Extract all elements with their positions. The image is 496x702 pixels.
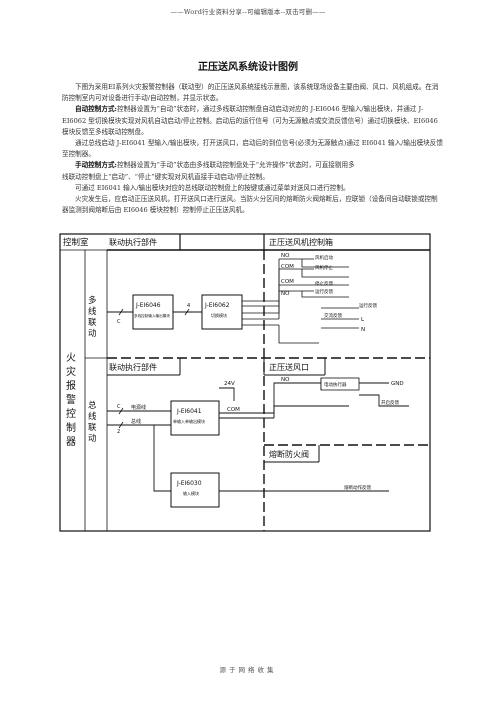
svg-text:警: 警	[66, 393, 76, 406]
svg-text:火: 火	[66, 352, 76, 364]
body-text: 下图为采用EI系列火灾报警控制器（联动型）的正压送风系统接线示意图，该系统现场设…	[62, 82, 444, 216]
svg-text:N: N	[361, 327, 365, 333]
svg-text:线: 线	[88, 411, 97, 422]
exec-part-label-1: 联动执行部件	[109, 237, 157, 247]
fan-box-labels: NO 风机启动 COM 风机停止 COM 停止反馈 NO 运行反馈 运行反馈 交…	[281, 253, 377, 333]
svg-text:风机停止: 风机停止	[315, 264, 333, 271]
paragraph-bus: 通过总线启动 J-EI6041 型输入/输出模块，打开送风口，启动后的到位信号(…	[62, 139, 443, 159]
bus-wires	[107, 378, 409, 492]
exec-part-label-2: 联动执行部件	[109, 362, 157, 372]
svg-text:联: 联	[88, 318, 97, 328]
gnd-label: GND	[391, 381, 404, 387]
page-header: ——Word行业资料分享--可编辑版本--双击可删——	[170, 8, 326, 16]
diagram-frame	[59, 233, 431, 532]
svg-text:制: 制	[66, 421, 76, 434]
wire-c-bus: C	[117, 404, 121, 410]
svg-text:风机启动: 风机启动	[315, 254, 333, 261]
bus-line-label: 总线	[131, 418, 141, 425]
lead-manual: 手动控制方式:	[75, 161, 117, 170]
svg-text:运行反馈: 运行反馈	[315, 288, 333, 295]
solenoid-label: 电动执行器	[324, 381, 347, 388]
fan-control-wires	[242, 258, 359, 344]
open-fb-label: 开启反馈	[381, 399, 399, 406]
controller-label: 火 灾 报 警 控 制 器	[66, 352, 76, 448]
paragraph-outlet: 可通过 EI6041 输入/输出模块对应的总线联动控制盘上的按键或通过菜单对送风…	[75, 183, 350, 192]
com-label: COM	[227, 407, 240, 413]
svg-text:COM: COM	[281, 279, 294, 285]
v24-label: 24V	[224, 381, 235, 387]
outlet-no: NO	[281, 377, 290, 383]
svg-text:交流反馈: 交流反馈	[324, 312, 342, 319]
svg-text:灾: 灾	[66, 365, 76, 378]
bus-label: 总 线 联 动	[88, 400, 97, 444]
svg-text:器: 器	[66, 436, 76, 448]
wire-4-label: 4	[187, 303, 190, 309]
svg-text:线: 线	[88, 306, 97, 317]
svg-text:联: 联	[88, 423, 97, 433]
module-6041-desc: 单输入单输出模块	[173, 418, 205, 424]
module-6041	[170, 400, 220, 436]
module-6062	[201, 294, 243, 330]
wire-slash-2	[184, 308, 190, 316]
paragraph-manual: 手动控制方式:控制器设置为“手动”状态由多线联动控制盘处于“允许操作”状态时，可…	[62, 160, 444, 171]
wire-slash-3	[118, 407, 124, 415]
svg-text:动: 动	[88, 328, 97, 339]
fire-damper-label: 熔断防火阀	[269, 449, 309, 459]
solenoid-box	[320, 377, 360, 391]
svg-text:多: 多	[88, 295, 97, 306]
paragraph-intro: 下图为采用EI系列火灾报警控制器（联动型）的正压送风系统接线示意图，该系统现场设…	[62, 83, 439, 103]
paragraph-auto: 自动控制方式:控制器设置为“自动”状态时，通过多线联动控制盘自动启动对应的 J-…	[62, 104, 444, 138]
svg-text:停止反馈: 停止反馈	[315, 280, 333, 287]
page-footer: 源于网络收集	[219, 666, 277, 674]
wire-c-label: C	[117, 319, 121, 325]
svg-text:控: 控	[66, 407, 76, 420]
svg-text:运行反馈: 运行反馈	[359, 302, 377, 309]
svg-text:NO: NO	[281, 291, 290, 297]
paragraph-auto-text: 控制器设置为“自动”状态时，通过多线联动控制盘自动启动对应的 J-EI6046 …	[62, 105, 438, 136]
melt-fb-label: 熔断动作反馈	[344, 484, 371, 491]
paragraph-manual-text: 控制器设置为“手动”状态由多线联动控制盘处于“允许操作”状态时，可直接剔用多	[117, 161, 355, 170]
svg-text:L: L	[361, 317, 365, 323]
module-6030-name: J-EI6030	[176, 480, 202, 487]
wire-slash-4	[118, 421, 124, 429]
air-outlet-label: 正压送风口	[269, 362, 309, 372]
module-6030	[170, 472, 220, 508]
paragraph-manual-cont: 线联动控制盘上“启动”、“停止”键实现对风机直接手动启动/停止控制。	[62, 172, 269, 181]
svg-text:NO: NO	[281, 253, 290, 259]
lead-auto: 自动控制方式:	[75, 105, 117, 114]
module-6030-desc: 输入模块	[183, 490, 199, 496]
multiline-label: 多 线 联 动	[88, 295, 97, 339]
wire-slash-1	[118, 308, 124, 316]
svg-text:动: 动	[88, 433, 97, 444]
fan-box-label: 正压送风机控制箱	[269, 237, 333, 247]
wiring-diagram: 控制室 联动执行部件 正压送风机控制箱 火 灾 报 警 控 制 器 多 线 联 …	[59, 233, 431, 532]
module-6062-name: J-EI6062	[204, 302, 230, 309]
svg-text:报: 报	[66, 379, 76, 392]
module-6062-desc: 切换模块	[211, 312, 227, 318]
svg-text:总: 总	[88, 400, 97, 411]
page-title: 正压送风系统设计图例	[198, 62, 298, 73]
paragraph-fire: 火灾发生后，应启动正压送风机，打开送风口进行送风。当防火分区间的熔断防火阀熔断后…	[62, 195, 438, 215]
module-6046-desc: 多线控制输入输出模块	[134, 313, 170, 318]
module-6046-name: J-EI6046	[135, 302, 161, 309]
power-line-label: 电源线	[131, 404, 146, 411]
control-room-label: 控制室	[63, 237, 89, 248]
module-6041-name: J-EI6041	[176, 408, 202, 415]
module-6046	[132, 294, 174, 330]
wire-2-bus: 2	[117, 429, 120, 435]
svg-text:COM: COM	[281, 264, 294, 270]
